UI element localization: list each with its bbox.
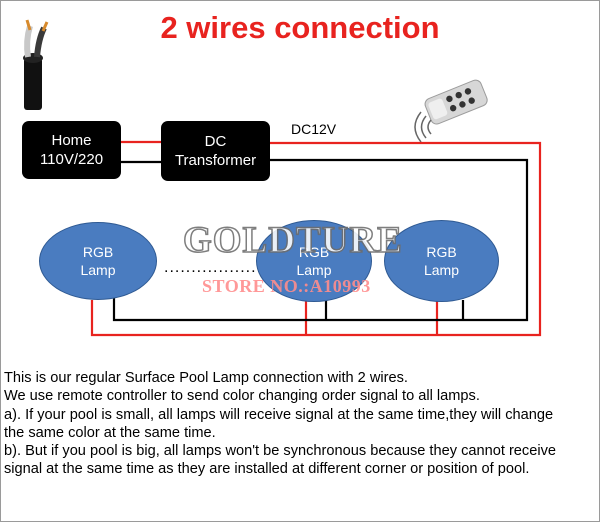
description-line: This is our regular Surface Pool Lamp co… [4,370,408,386]
more-lamps-dots: ................... [164,259,268,276]
description-line: the same color at the same time. [4,424,216,441]
description-line: b). But if you pool is big, all lamps wo… [4,443,556,460]
lamp-label-rgb: RGB [298,244,330,260]
lamp-label-lamp: Lamp [80,262,116,278]
dc12v-label: DC12V [291,121,337,137]
rgb-lamp-1: RGB Lamp [39,222,157,300]
lamp-label-rgb: RGB [426,244,457,260]
description-line: a). If your pool is small, all lamps wil… [4,406,554,423]
home-label: Home [51,132,92,149]
watermark-brand: GOLDTURE [182,219,403,262]
watermark-store-number: STORE NO.:A10993 [202,276,371,296]
description-line: signal at the same time as they are inst… [4,461,530,478]
remote-controller-icon [414,79,488,143]
description-line: We use remote controller to send color c… [4,388,480,405]
lamp-label-lamp: Lamp [423,262,460,278]
home-power-box: Home 110V/220 [22,121,121,179]
diagram-title: 2 wires connection [160,10,440,45]
lamp-label-rgb: RGB [82,244,114,260]
dc-transformer-box: DC Transformer [161,121,270,181]
rgb-lamp-2: RGB Lamp [256,220,372,302]
description-text: This is our regular Surface Pool Lamp co… [4,369,596,479]
dc-red-wire [90,141,542,337]
rgb-lamp-3: RGB Lamp [384,220,499,302]
dc-black-wire [112,158,529,322]
home-voltage-label: 110V/220 [39,151,104,168]
lamp-label-lamp: Lamp [296,262,332,278]
transformer-label: Transformer [174,152,257,169]
two-wire-cable-icon [23,19,49,110]
transformer-dc-label: DC [204,133,227,150]
